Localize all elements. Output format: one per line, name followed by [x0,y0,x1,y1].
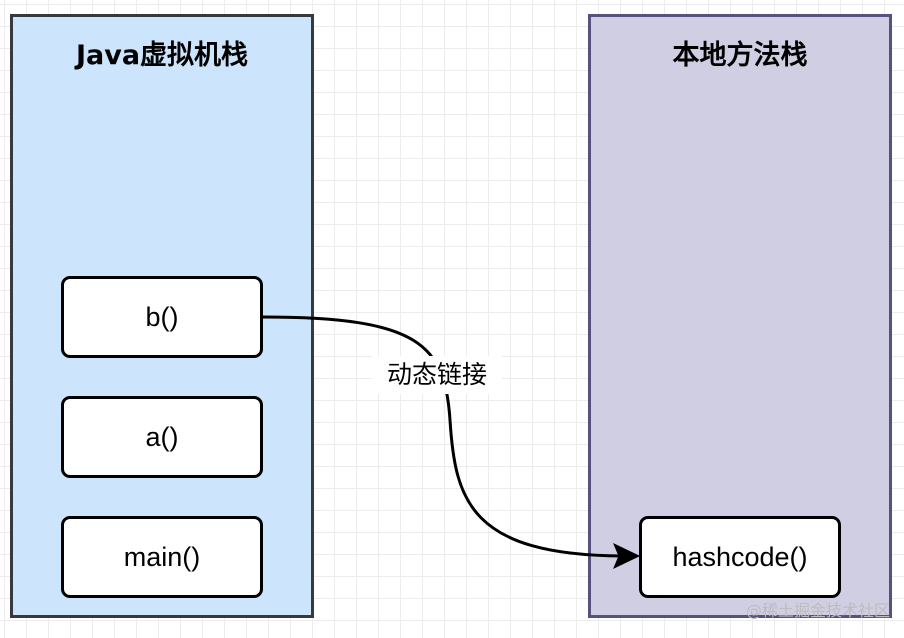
stack-frame-b: b() [61,276,263,358]
stack-frame-a: a() [61,396,263,478]
stack-frame-main: main() [61,516,263,598]
watermark: @稀土掘金技术社区 [745,601,890,620]
stack-frame-hashcode: hashcode() [639,516,841,598]
dynamic-link-label: 动态链接 [372,356,502,394]
native-method-stack-title: 本地方法栈 [672,40,808,71]
dynamic-link-arrow-path [262,315,623,558]
java-vm-stack-title: Java虚拟机栈 [75,40,249,71]
